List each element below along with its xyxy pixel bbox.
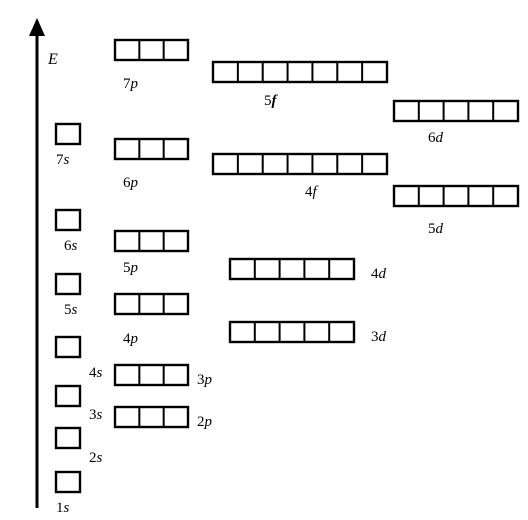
orbital-groups: 1s 2s 3s 4s 5s 6s 7s 2p 3p 4p 5p 6p 7p 3d 4d 5d 6d 4f 5f — [54, 38, 520, 516]
orbital-3p: 3p — [113, 363, 213, 388]
orbital-7s: 7s — [54, 122, 82, 168]
orbital-5s: 5s — [54, 272, 82, 318]
orbital-box-5d — [392, 184, 520, 208]
orbital-6p: 6p — [113, 137, 190, 191]
orbital-3d: 3d — [228, 320, 387, 345]
orbital-label-7p: 7p — [123, 76, 139, 92]
orbital-box-2s — [54, 426, 82, 450]
orbital-label-3p: 3p — [197, 372, 213, 388]
orbital-box-4s — [54, 335, 82, 359]
orbital-label-4p: 4p — [123, 331, 139, 347]
orbital-label-4s: 4s — [89, 365, 103, 381]
orbital-label-7s: 7s — [56, 152, 70, 168]
orbital-3s: 3s — [54, 384, 103, 423]
orbital-5p: 5p — [113, 229, 190, 276]
orbital-box-5p — [113, 229, 190, 253]
orbital-box-7p — [113, 38, 190, 62]
orbital-box-5s — [54, 272, 82, 296]
orbital-1s: 1s — [54, 470, 82, 516]
orbital-box-3s — [54, 384, 82, 408]
orbital-box-4f — [211, 152, 389, 176]
energy-axis-label: E — [47, 51, 58, 68]
orbital-label-6p: 6p — [123, 175, 139, 191]
orbital-label-6s: 6s — [64, 238, 78, 254]
orbital-4s: 4s — [54, 335, 103, 381]
orbital-label-5d: 5d — [428, 221, 444, 237]
orbital-label-4d: 4d — [371, 266, 387, 282]
orbital-box-6p — [113, 137, 190, 161]
orbital-4f: 4f — [211, 152, 389, 200]
orbital-box-1s — [54, 470, 82, 494]
orbital-label-2s: 2s — [89, 450, 103, 466]
orbital-label-2p: 2p — [197, 414, 213, 430]
orbital-label-6d: 6d — [428, 130, 444, 146]
orbital-2s: 2s — [54, 426, 103, 466]
orbital-label-5s: 5s — [64, 302, 78, 318]
orbital-label-4f: 4f — [305, 184, 319, 200]
orbital-box-4p — [113, 292, 190, 316]
orbital-box-4d — [228, 257, 356, 281]
orbital-5d: 5d — [392, 184, 520, 237]
orbital-box-2p — [113, 405, 190, 429]
orbital-label-5p: 5p — [123, 260, 139, 276]
orbital-label-3d: 3d — [371, 329, 387, 345]
orbital-box-7s — [54, 122, 82, 146]
energy-axis-arrowhead-icon — [29, 18, 45, 36]
orbital-box-6d — [392, 99, 520, 123]
orbital-4d: 4d — [228, 257, 387, 282]
orbital-box-3d — [228, 320, 356, 344]
orbital-7p: 7p — [113, 38, 190, 92]
orbital-6d: 6d — [392, 99, 520, 146]
orbital-2p: 2p — [113, 405, 213, 430]
orbital-box-5f — [211, 60, 389, 84]
orbital-box-6s — [54, 208, 82, 232]
orbital-label-5f: 5f — [264, 93, 279, 109]
orbital-label-3s: 3s — [89, 407, 103, 423]
orbital-box-3p — [113, 363, 190, 387]
orbital-5f: 5f — [211, 60, 389, 109]
orbital-6s: 6s — [54, 208, 82, 254]
orbital-4p: 4p — [113, 292, 190, 347]
orbital-label-1s: 1s — [56, 500, 70, 516]
